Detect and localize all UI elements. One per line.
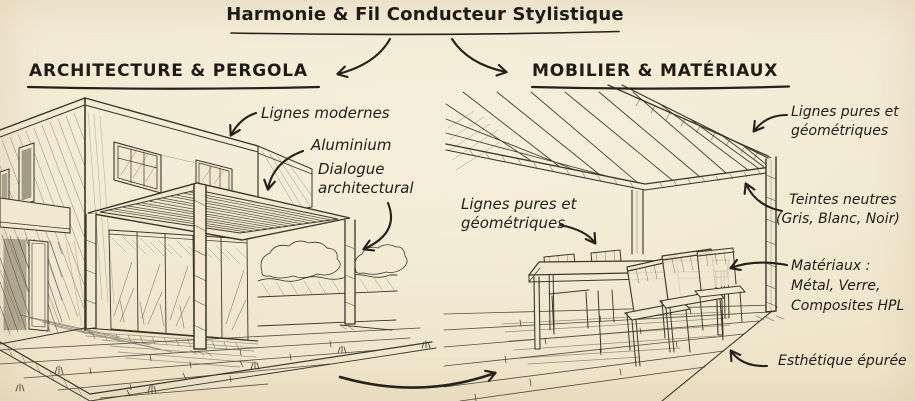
annotation-lignes-pures-table: Lignes pures et géométriques [461, 195, 576, 233]
annotation-line: architectural [318, 179, 414, 197]
annotation-line: Dialogue [318, 160, 385, 178]
annotation-line: Lignes pures et [791, 104, 899, 120]
arrow-scene-transition [338, 369, 497, 389]
arrow-title-to-architecture [336, 37, 392, 79]
section-header-mobilier: MOBILIER & MATÉRIAUX [532, 61, 779, 81]
arrow-lignes-modernes [229, 111, 258, 137]
glass-doors [108, 229, 249, 341]
pergola-corner-post [755, 156, 785, 322]
table-shadow [501, 311, 731, 365]
deck-floor [443, 304, 778, 401]
annotation-line: Teintes neutres [789, 192, 897, 208]
dining-chairs-near [623, 247, 746, 367]
arrow-lignes-pures-table [558, 223, 597, 245]
annotation-teintes-neutres: Teintes neutres (Gris, Blanc, Noir) [776, 191, 900, 229]
annotation-aluminium: Aluminium [311, 136, 392, 154]
house-sketch [0, 97, 437, 401]
annotation-lignes-pures-structure: Lignes pures et géométriques [791, 103, 899, 141]
annotation-line: géométriques [791, 123, 889, 139]
pergola-structure [79, 182, 356, 357]
arrow-teintes-neutres [743, 182, 784, 213]
annotation-esthetique-epuree: Esthétique épurée [778, 353, 907, 369]
arrow-materiaux [729, 258, 789, 271]
annotation-lignes-modernes: Lignes modernes [261, 104, 390, 122]
annotation-line: Matériaux : [791, 258, 871, 274]
title-underline [230, 30, 620, 36]
annotation-materiaux: Matériaux : Métal, Verre, Composites HPL [791, 256, 904, 316]
pergola-middle-post [631, 189, 644, 255]
pergola-dining-sketch [443, 84, 785, 401]
section-header-architecture: ARCHITECTURE & PERGOLA [29, 61, 308, 81]
annotation-line: (Gris, Blanc, Noir) [776, 211, 900, 227]
arrow-title-to-mobilier [450, 37, 508, 77]
right-header-underline [530, 85, 791, 90]
pergola-roof-slats [445, 84, 777, 191]
annotation-line: Métal, Verre, [791, 278, 881, 294]
arrow-esthetique-epuree [729, 349, 769, 368]
arrow-lignes-pures-structure [752, 113, 789, 133]
arrow-aluminium [263, 149, 305, 191]
annotation-line: Composites HPL [791, 298, 905, 314]
annotation-line: Lignes pures et [461, 195, 577, 213]
page-title: Harmonie & Fil Conducteur Stylistique [226, 4, 624, 25]
hedge-bushes [257, 240, 408, 327]
terrace-deck [0, 299, 437, 401]
annotation-line: géométriques [461, 214, 566, 232]
grass-tufts [15, 340, 431, 394]
annotation-dialogue-architectural: Dialogue architectural [318, 160, 414, 198]
left-header-underline [26, 85, 321, 90]
arrow-dialogue-architectural [362, 201, 393, 252]
